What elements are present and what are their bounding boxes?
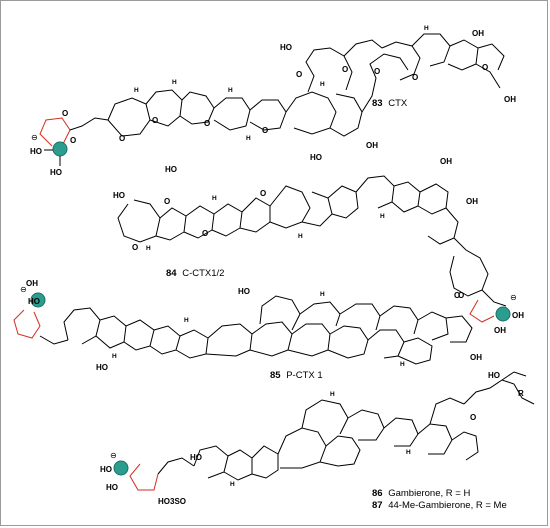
h-86c: H [406, 449, 411, 456]
atom-oh-84c: OH [466, 197, 478, 206]
atom-r-86: R [518, 389, 524, 398]
charge-84: ⊖ [510, 293, 517, 302]
h-85b: H [184, 317, 189, 324]
atom-ho-83b: HO [50, 168, 62, 177]
atom-ho-85b: HO [96, 363, 108, 372]
atom-ho-83a: HO [30, 147, 42, 156]
h-84d: H [380, 213, 385, 220]
charge-83: ⊖ [31, 133, 38, 142]
structure-85 [13, 292, 473, 365]
compound-labels: 83 CTX 84 C-CTX1/2 85 P-CTX 1 86 Gambier… [166, 98, 507, 511]
atom-oh-84e: OH [494, 326, 506, 335]
label-83-num: 83 [372, 98, 383, 109]
h-85c: H [320, 291, 325, 298]
atom-o-84e: O [458, 291, 464, 300]
label-85: 85 P-CTX 1 [270, 370, 323, 381]
atom-ho-86a: HO [100, 465, 112, 474]
label-84-name: C-CTX1/2 [182, 268, 224, 279]
label-86: 86 Gambierone, R = H [372, 488, 470, 499]
atom-o-83a: O [70, 136, 76, 145]
charge-86: ⊖ [110, 451, 117, 460]
atom-ho-86c: HO [190, 453, 202, 462]
label-86-name: Gambierone, R = H [388, 488, 470, 499]
atom-oh-84a: OH [366, 141, 378, 150]
atom-o-83f: O [262, 126, 268, 135]
atom-ho-86b: HO [106, 483, 118, 492]
atom-o-83i: O [374, 67, 380, 76]
h-labels: H H H H H H H H H H H H H H H H H [112, 25, 429, 488]
h-83d: H [246, 135, 251, 142]
h-83c: H [228, 87, 233, 94]
atom-oh-83a: OH [472, 29, 484, 38]
structure-86-87 [113, 371, 535, 491]
charge-85: ⊖ [20, 285, 27, 294]
atom-o-86a: O [470, 413, 476, 422]
atom-ho-85a: HO [28, 297, 40, 306]
atom-ho-85c: HO [238, 287, 250, 296]
atom-o-83j: O [412, 73, 418, 82]
boronate-83 [39, 117, 71, 166]
atom-ho-83c: HO [165, 165, 177, 174]
structure-84 [117, 175, 507, 307]
label-85-num: 85 [270, 370, 281, 381]
atom-ho-86d: HO [488, 371, 500, 380]
h-86a: H [230, 481, 235, 488]
atom-o-83b: O [62, 109, 68, 118]
h-85d: H [400, 361, 405, 368]
h-84c: H [298, 233, 303, 240]
atom-oh-85a2: OH [470, 353, 482, 362]
atom-o-83c: O [119, 134, 125, 143]
atom-oh-84d: OH [512, 311, 524, 320]
atom-oh-85a: OH [26, 279, 38, 288]
atom-o-83g: O [296, 70, 302, 79]
atom-o-83d: O [152, 116, 158, 125]
label-84-num: 84 [166, 268, 177, 279]
atom-o-84b: O [164, 197, 170, 206]
h-83a: H [134, 87, 139, 94]
h-84a: H [146, 245, 151, 252]
h-83e: H [320, 81, 325, 88]
atom-ho-83d: HO [280, 43, 292, 52]
h-86b: H [330, 391, 335, 398]
label-87-num: 87 [372, 500, 383, 511]
h-85a: H [112, 353, 117, 360]
label-86-num: 86 [372, 488, 383, 499]
atom-ho-84a: HO [113, 191, 125, 200]
h-84b: H [212, 195, 217, 202]
structure-83 [39, 33, 505, 166]
boronate-84 [469, 299, 511, 323]
atom-ho-84b: HO [310, 153, 322, 162]
h-83f: H [424, 25, 429, 32]
atom-labels: ⊖ HO HO O O O O HO O O HO O O O O OH O O… [20, 29, 524, 506]
label-83: 83 CTX [372, 98, 408, 109]
atom-oh-84b: OH [440, 157, 452, 166]
atom-o-84a: O [132, 243, 138, 252]
atom-o-85a: O [454, 291, 460, 300]
atom-o-84d: O [260, 189, 266, 198]
h-83b: H [172, 79, 177, 86]
atom-o-83e: O [204, 119, 210, 128]
atom-oh-83b: OH [504, 95, 516, 104]
label-83-name: CTX [388, 98, 408, 109]
label-87-name: 44-Me-Gambierone, R = Me [388, 500, 507, 511]
label-87: 87 44-Me-Gambierone, R = Me [372, 500, 507, 511]
atom-o-83h: O [342, 65, 348, 74]
atom-o-83k: O [482, 63, 488, 72]
label-84: 84 C-CTX1/2 [166, 268, 224, 279]
atom-o-84c: O [202, 229, 208, 238]
label-85-name: P-CTX 1 [286, 370, 322, 381]
atom-so3-86: HO3SO [158, 497, 186, 506]
